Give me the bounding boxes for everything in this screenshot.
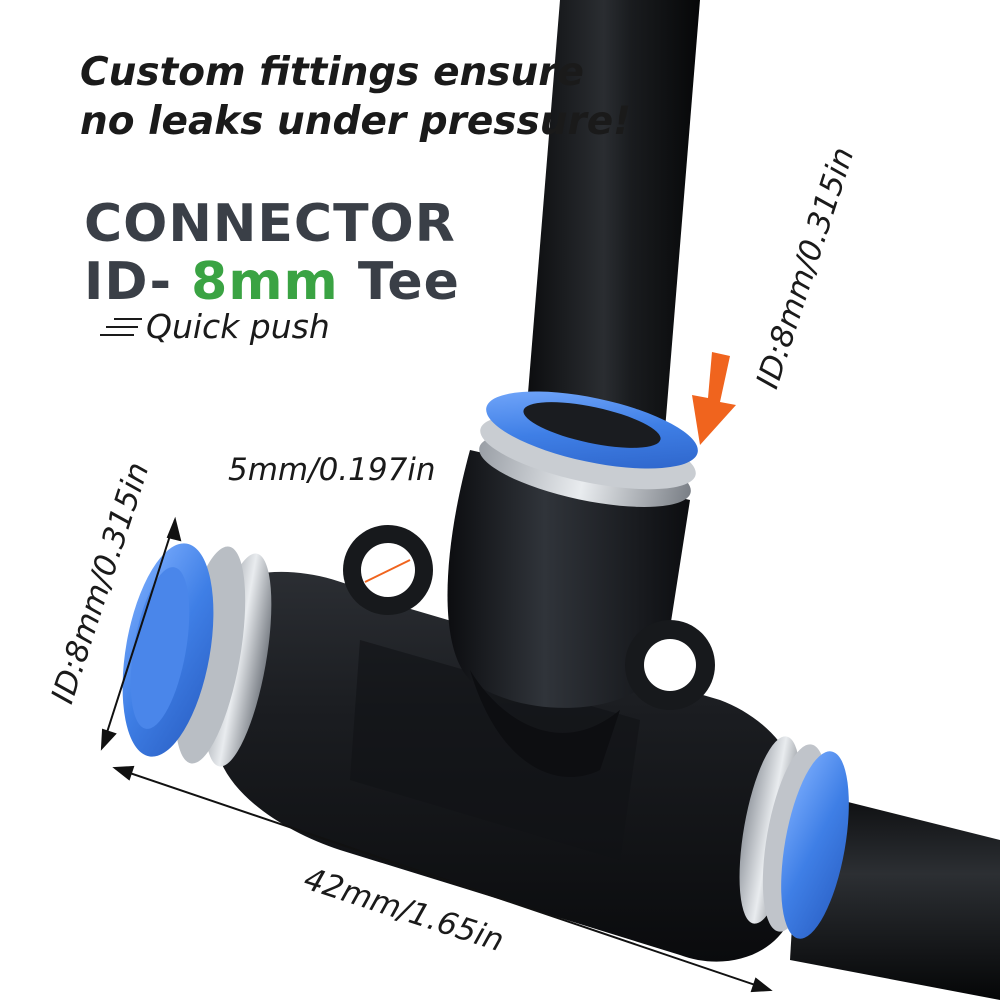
push-arrow-icon: [692, 352, 736, 445]
right-collet: [739, 736, 849, 939]
title-prefix: ID-: [84, 252, 192, 312]
upper-tube: [525, 0, 700, 430]
quick-push-label: Quick push: [146, 307, 330, 346]
tee-body: [215, 571, 800, 962]
tagline-line-1: Custom fittings ensure: [80, 50, 584, 95]
left-collet: [122, 543, 272, 767]
dim-mount-hole: 5mm/0.197in: [228, 452, 436, 488]
title-size: 8mm: [191, 252, 339, 312]
mount-hole-right: [625, 620, 715, 710]
tee-branch: [447, 450, 690, 777]
speed-lines-icon: [100, 317, 142, 336]
product-title: CONNECTOR ID- 8mm Tee: [84, 195, 460, 311]
tagline: Custom fittings ensure no leaks under pr…: [80, 48, 631, 146]
quick-push-feature: Quick push: [100, 307, 330, 346]
mount-hole-left: [343, 525, 433, 615]
title-suffix: Tee: [338, 252, 460, 312]
tagline-line-2: no leaks under pressure!: [80, 99, 631, 144]
dimension-lines: [100, 516, 773, 993]
title-line-1: CONNECTOR: [84, 194, 456, 254]
title-line-2: ID- 8mm Tee: [84, 253, 460, 311]
top-collet: [479, 391, 698, 507]
